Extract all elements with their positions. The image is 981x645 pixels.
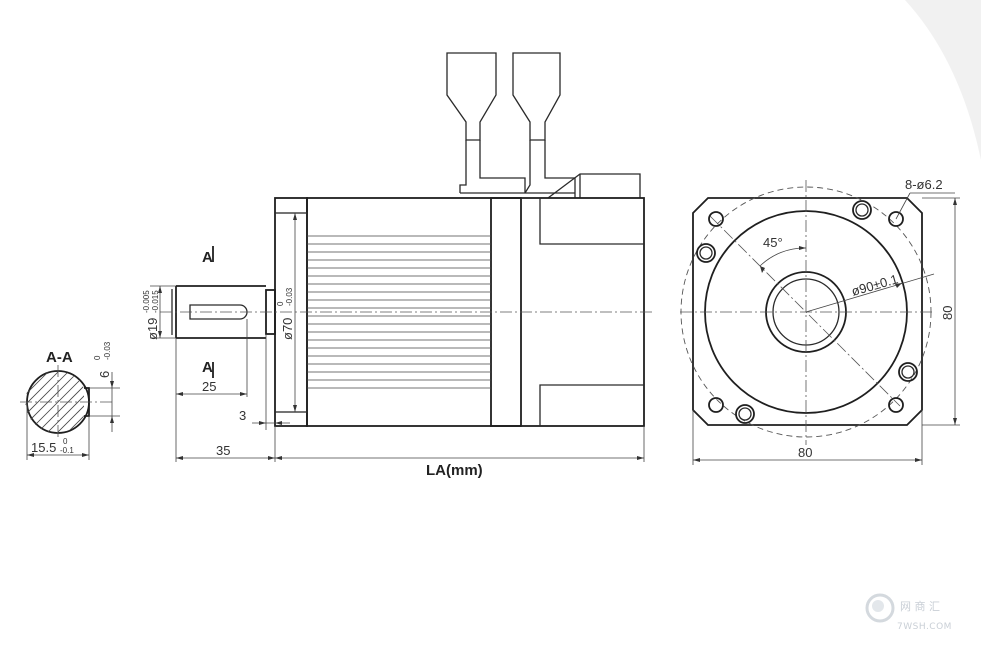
dim-key-tol-lower: -0.03 (103, 341, 112, 360)
dim-shaft-tol-upper: -0.005 (142, 290, 151, 313)
section-mark-bottom: A (202, 359, 213, 376)
dim-key-depth-tol-upper: 0 (63, 437, 68, 446)
cooling-fins (307, 235, 491, 389)
section-label: A-A (46, 349, 73, 366)
background-sweep (905, 0, 981, 160)
watermark: 网 商 汇 7WSH.COM (865, 593, 952, 632)
dim-angle: 45° (763, 235, 783, 250)
watermark-url: 7WSH.COM (897, 622, 952, 632)
mounting-holes (696, 200, 918, 424)
dim-shaft-dia: ø19 (145, 318, 160, 340)
dim-key-depth: 15.5 (31, 440, 56, 455)
dim-key-width: 6 (97, 371, 112, 378)
section-mark-top: A (202, 249, 213, 266)
dim-flange-to-shaft: 35 (216, 443, 230, 458)
dim-shaft-length: 25 (202, 379, 216, 394)
dim-la: LA(mm) (426, 462, 483, 479)
cable-leads (446, 52, 641, 199)
dim-spigot-tol-upper: 0 (276, 301, 285, 306)
side-view: A A ø19 -0.005 -0.015 ø70 0 -0.03 25 3 (142, 52, 655, 479)
section-a-a: A-A 6 0 -0.03 (20, 341, 120, 460)
watermark-cn: 网 商 汇 (900, 599, 940, 613)
dim-height: 80 (940, 306, 955, 320)
flange-outline (692, 197, 923, 426)
dim-pcd: ø90±0.1 (850, 271, 900, 299)
front-view: 45° ø90±0.1 8-ø6.2 80 80 (680, 177, 960, 465)
dim-holes: 8-ø6.2 (905, 177, 943, 192)
dim-spigot-dia: ø70 (280, 318, 295, 340)
dim-key-tol-upper: 0 (93, 355, 102, 360)
dim-width: 80 (798, 445, 812, 460)
dim-flange-thickness: 3 (239, 408, 246, 423)
dim-spigot-tol-lower: -0.03 (285, 287, 294, 306)
dim-shaft-tol-lower: -0.015 (151, 290, 160, 313)
dim-key-depth-tol-lower: -0.1 (60, 446, 74, 455)
